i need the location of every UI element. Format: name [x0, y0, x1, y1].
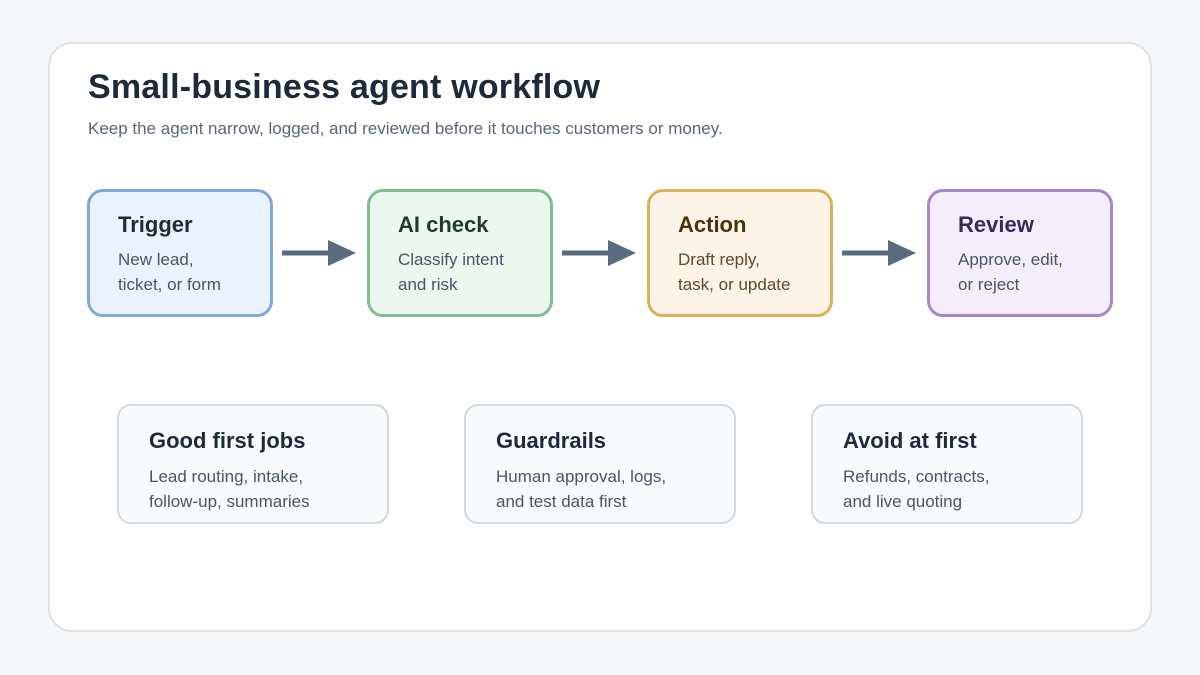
- arrow-right-icon: [562, 240, 636, 266]
- note-good-first-jobs: Good first jobs Lead routing, intake, fo…: [117, 404, 389, 524]
- step-line: Classify intent: [398, 250, 504, 269]
- page-subtitle: Keep the agent narrow, logged, and revie…: [88, 119, 723, 138]
- step-line: ticket, or form: [118, 275, 221, 294]
- step-description: Draft reply, task, or update: [678, 247, 830, 297]
- note-title: Guardrails: [496, 428, 607, 453]
- note-avoid-at-first: Avoid at first Refunds, contracts, and l…: [811, 404, 1083, 524]
- step-description: New lead, ticket, or form: [118, 247, 270, 297]
- step-title: Review: [958, 212, 1034, 237]
- note-line: follow-up, summaries: [149, 492, 310, 511]
- step-line: New lead,: [118, 250, 194, 269]
- note-line: and live quoting: [843, 492, 963, 511]
- step-line: Approve, edit,: [958, 250, 1063, 269]
- note-line: Refunds, contracts,: [843, 467, 990, 486]
- note-line: and test data first: [496, 492, 627, 511]
- workflow-card: [48, 42, 1152, 632]
- arrow-right-icon: [282, 240, 356, 266]
- step-line: Draft reply,: [678, 250, 760, 269]
- step-line: or reject: [958, 275, 1020, 294]
- step-review: Review Approve, edit, or reject: [927, 189, 1113, 317]
- note-guardrails: Guardrails Human approval, logs, and tes…: [464, 404, 736, 524]
- note-description: Lead routing, intake, follow-up, summari…: [149, 464, 387, 514]
- step-title: AI check: [398, 212, 489, 237]
- step-title: Action: [678, 212, 747, 237]
- note-title: Good first jobs: [149, 428, 306, 453]
- step-line: and risk: [398, 275, 458, 294]
- step-description: Approve, edit, or reject: [958, 247, 1110, 297]
- page-title: Small-business agent workflow: [88, 68, 601, 106]
- step-action: Action Draft reply, task, or update: [647, 189, 833, 317]
- note-line: Lead routing, intake,: [149, 467, 304, 486]
- note-description: Refunds, contracts, and live quoting: [843, 464, 1081, 514]
- step-title: Trigger: [118, 212, 193, 237]
- step-ai-check: AI check Classify intent and risk: [367, 189, 553, 317]
- note-description: Human approval, logs, and test data firs…: [496, 464, 734, 514]
- arrow-right-icon: [842, 240, 916, 266]
- note-title: Avoid at first: [843, 428, 977, 453]
- note-line: Human approval, logs,: [496, 467, 667, 486]
- step-trigger: Trigger New lead, ticket, or form: [87, 189, 273, 317]
- step-line: task, or update: [678, 275, 791, 294]
- step-description: Classify intent and risk: [398, 247, 550, 297]
